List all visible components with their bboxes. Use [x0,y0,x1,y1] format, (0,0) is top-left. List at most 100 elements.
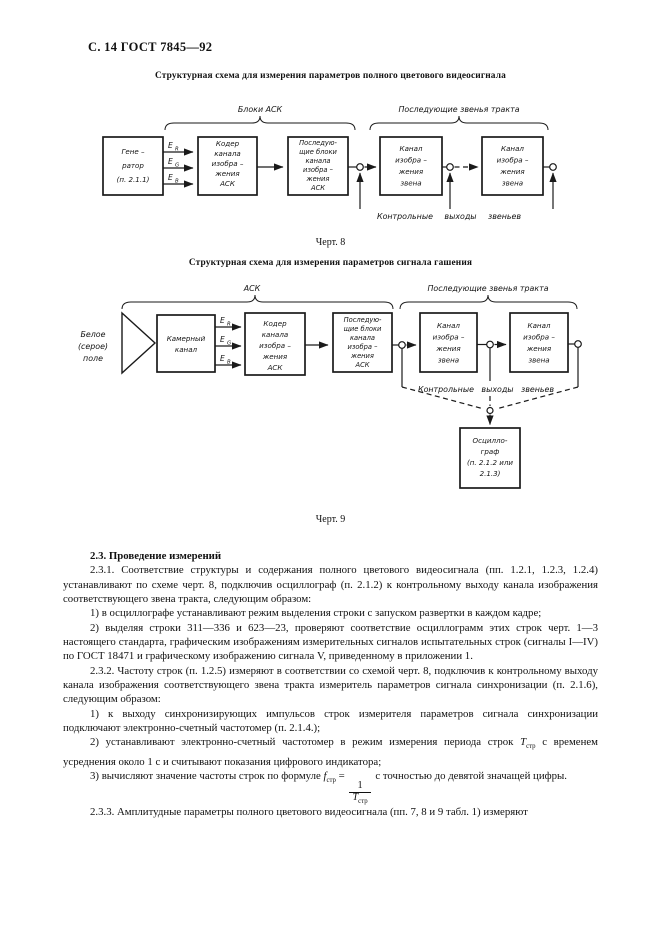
svg-text:канала: канала [214,149,241,158]
subsequent-blocks-block: Последую- щие блоки канала изобра – жени… [332,312,393,373]
signal-label-eb: E [220,354,225,363]
section-heading: 2.3. Проведение измерений [90,550,222,562]
svg-text:(серое): (серое) [78,342,108,351]
svg-text:изобра –: изобра – [433,333,465,342]
svg-text:Кодер: Кодер [216,139,240,148]
svg-text:жения: жения [214,169,240,178]
svg-text:изобра –: изобра – [348,343,379,351]
figure8-title: Структурная схема для измерения параметр… [155,71,506,81]
paragraph-231-item2: 2) выделяя строки 311—336 и 623—23, пров… [63,621,598,663]
figure9-caption: Черт. 9 [315,514,346,525]
lens-triangle [121,311,157,375]
svg-text:жения: жения [306,175,330,183]
signal-label-eg: E [220,335,225,344]
svg-text:2.1.3): 2.1.3) [480,469,501,478]
svg-text:Камерный: Камерный [167,334,206,343]
svg-text:Канал: Канал [437,321,460,330]
coder-block: Кодер канала изобра – жения АСК [197,136,258,196]
coder-block: Кодер канала изобра – жения АСК [244,312,306,376]
svg-text:жения: жения [499,167,525,176]
figure9-diagram: АСК Последующие звенья тракта Белое (сер… [78,284,582,489]
svg-text:поле: поле [83,354,103,363]
svg-text:жения: жения [350,352,374,360]
rgb-signal-arrows: E R E G E B [163,141,194,188]
page-header: С. 14 ГОСТ 7845—92 [88,40,213,54]
svg-text:канал: канал [175,345,198,354]
signal-sub-b: B [175,179,179,185]
paragraph-232-item2: 2) устанавливают электронно-счетный част… [63,736,598,768]
svg-text:изобра –: изобра – [395,156,427,165]
junction-node [486,406,494,415]
channel-block-1: Канал изобра – жения звена [379,136,443,196]
svg-text:Белое: Белое [81,330,106,339]
paragraph-231-item1: 1) в осциллографе устанавливают режим вы… [90,607,542,620]
svg-text:(п. 2.1.2 или: (п. 2.1.2 или [467,458,513,467]
svg-text:звена: звена [400,179,421,188]
svg-text:АСК: АСК [267,363,284,372]
signal-sub-b: B [227,360,231,366]
brace-label-subsequent-links: Последующие звенья тракта [398,105,519,114]
svg-text:звена: звена [528,356,549,365]
signal-sub-g: G [175,163,179,169]
brace-ask [121,294,394,310]
brace-subsequent-links [369,115,549,131]
signal-sub-r: R [227,322,231,328]
subsequent-blocks-block: Последую- щие блоки канала изобра – жени… [287,136,349,196]
f-symbol: f [323,770,327,783]
svg-text:(п. 2.1.1): (п. 2.1.1) [117,175,150,184]
t-symbol: T [352,792,359,804]
control-outputs-label: Контрольные выходы звеньев [377,212,521,221]
control-output-node [356,163,364,171]
channel-block-1: Канал изобра – жения звена [419,312,478,373]
svg-text:щие блоки: щие блоки [344,325,382,333]
control-output-node [549,163,557,171]
figure8-caption: Черт. 8 [315,237,346,248]
brace-label-ask-blocks: Блоки АСК [238,105,283,114]
generator-block: Гене – ратор (п. 2.1.1) [102,136,164,196]
body-text: 2.3. Проведение измерений 2.3.1. Соответ… [63,549,598,820]
svg-text:изобра –: изобра – [303,166,334,174]
svg-text:АСК: АСК [355,361,370,369]
dashed-tap-line [495,386,579,410]
svg-text:канала: канала [306,157,331,165]
svg-text:жения: жения [398,167,424,176]
svg-text:изобра –: изобра – [259,341,291,350]
svg-text:АСК: АСК [219,179,236,188]
white-field-label: Белое (серое) поле [78,330,108,363]
svg-text:Канал: Канал [528,321,551,330]
svg-text:граф: граф [481,447,500,456]
svg-text:Осцилло-: Осцилло- [473,436,508,445]
signal-label-er: E [168,141,173,150]
svg-text:звена: звена [502,179,523,188]
svg-text:щие блоки: щие блоки [299,148,337,156]
control-output-node [574,340,582,348]
channel-block-2: Канал изобра – жения звена [509,312,569,373]
paragraph-232: 2.3.2. Частоту строк (п. 1.2.5) измеряют… [63,664,598,706]
channel-block-2: Канал изобра – жения звена [481,136,544,196]
svg-text:изобра –: изобра – [523,333,555,342]
svg-text:жения: жения [435,344,461,353]
control-output-node [446,163,454,171]
rgb-signal-arrows: E R E G E B [215,316,242,369]
svg-text:жения: жения [262,352,288,361]
svg-text:изобра –: изобра – [212,159,244,168]
svg-text:Кодер: Кодер [263,319,287,328]
signal-label-er: E [220,316,225,325]
dashed-tap-line [401,386,485,410]
signal-sub-g: G [227,341,231,347]
brace-ask-blocks [164,115,356,131]
camera-channel-block: Камерный канал [156,314,216,373]
t-symbol: T [520,736,527,749]
paragraph-232-item3: 3) вычисляют значение частоты строк по ф… [90,770,567,806]
svg-text:Канал: Канал [501,144,524,153]
brace-label-ask: АСК [243,284,261,293]
svg-text:Канал: Канал [400,144,423,153]
svg-text:жения: жения [526,344,552,353]
svg-text:АСК: АСК [310,184,325,192]
signal-label-eb: E [168,173,173,182]
svg-text:канала: канала [262,330,289,339]
figure9-title: Структурная схема для измерения параметр… [188,258,473,268]
